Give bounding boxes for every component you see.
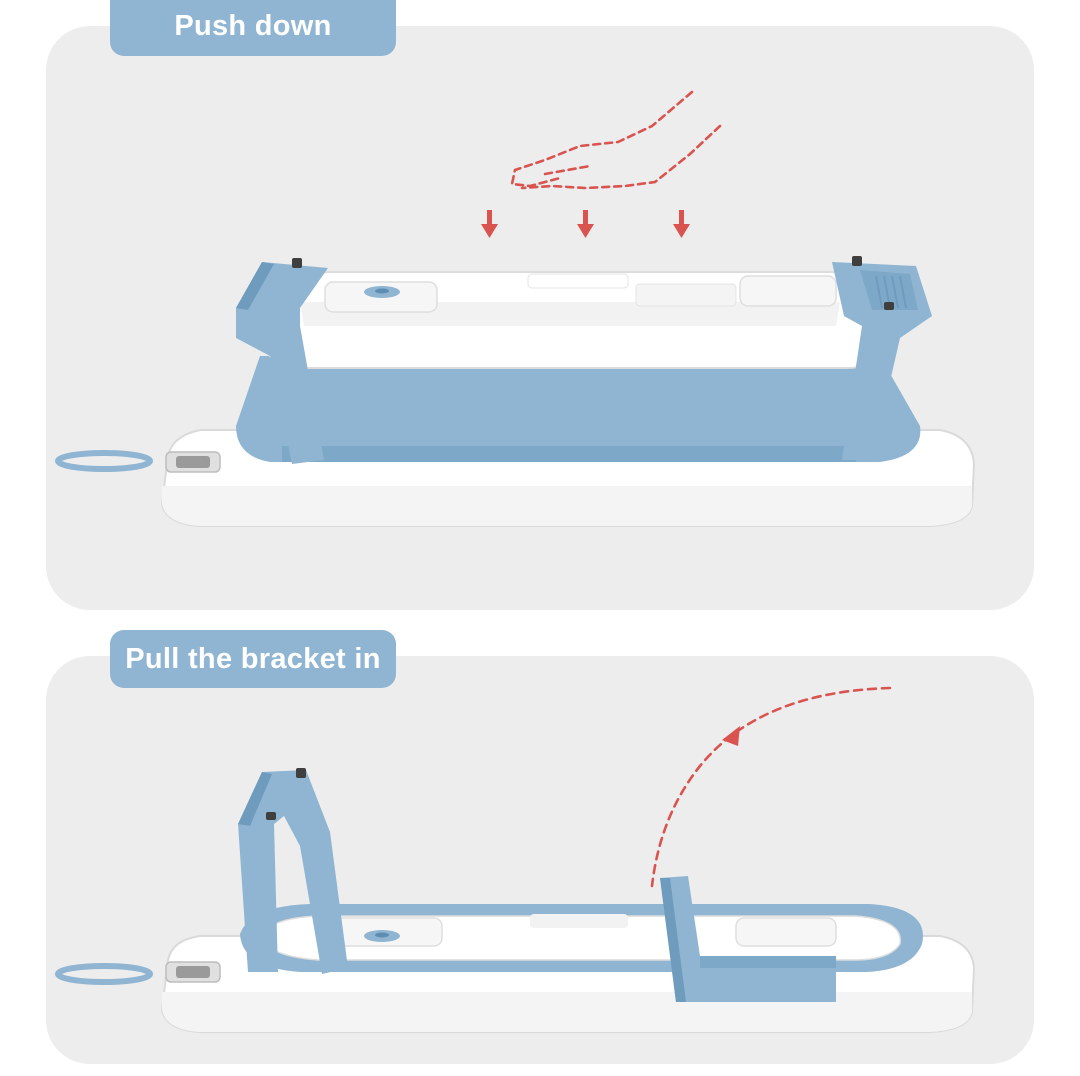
drain-plug-icon bbox=[364, 286, 400, 298]
curved-arrow-icon bbox=[650, 686, 892, 888]
flat-tub-illustration bbox=[55, 686, 976, 1033]
down-arrow-icon bbox=[481, 210, 690, 238]
step-label-push-down: Push down bbox=[110, 0, 396, 56]
drain-plug-icon bbox=[364, 930, 400, 942]
folded-tub-illustration bbox=[55, 90, 976, 527]
hang-ring-icon bbox=[55, 450, 153, 472]
hang-ring-icon bbox=[55, 963, 153, 985]
step-label-pull-bracket: Pull the bracket in bbox=[110, 630, 396, 688]
hand-icon bbox=[510, 90, 722, 190]
